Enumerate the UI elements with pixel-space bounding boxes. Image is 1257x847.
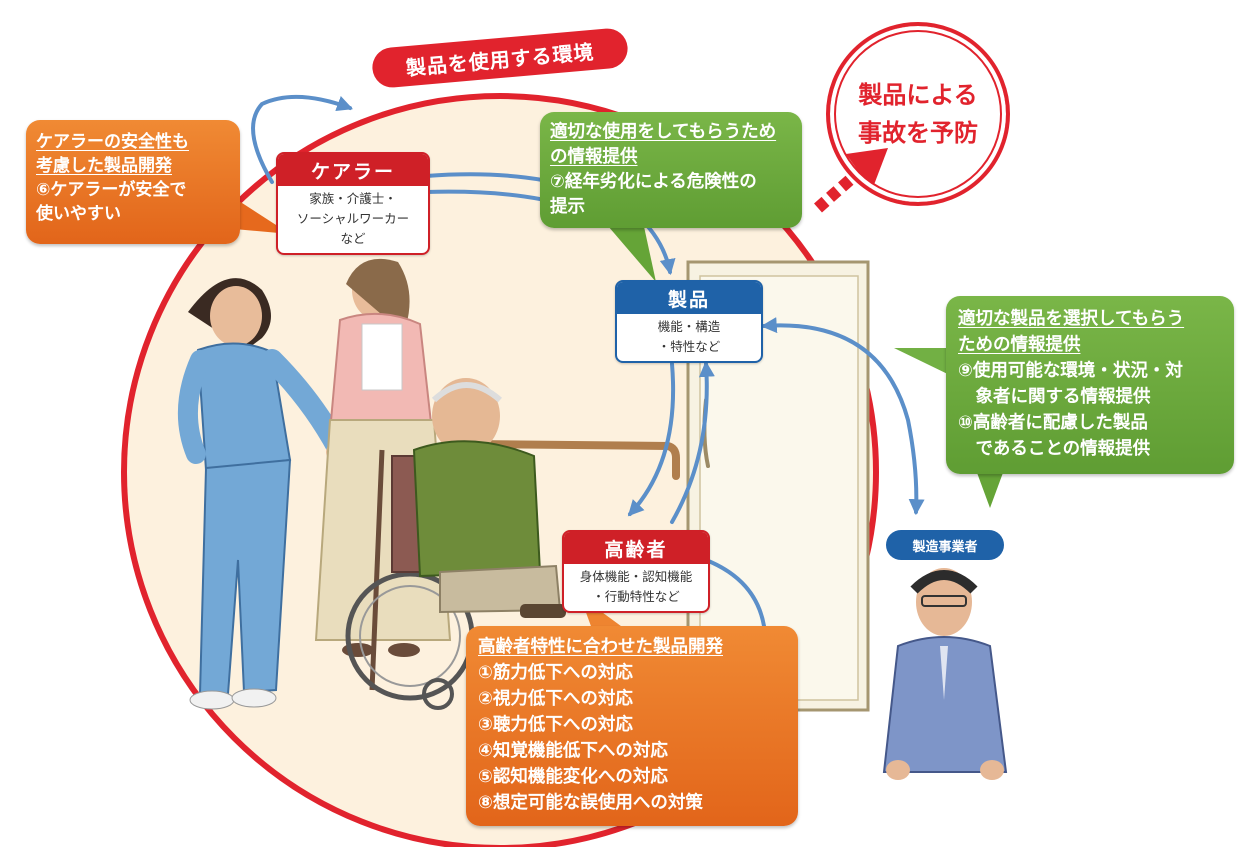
callout-elderly-item-3: ③聴力低下への対応 [478, 715, 633, 735]
callout-info-select-item-4: であることの情報提供 [958, 439, 1151, 459]
node-carer-body: 家族・介護士・ ソーシャルワーカー など [296, 191, 410, 246]
callout-info-select-item-3: ⑩高齢者に配慮した製品 [958, 413, 1148, 433]
wheelchair-user-illustration [345, 378, 566, 710]
callout-elderly-heading: 高齢者特性に合わせた製品開発 [478, 637, 723, 657]
callout-elderly-item-6: ⑧想定可能な誤使用への対策 [478, 793, 703, 813]
manufacturer-label: 製造事業者 [912, 539, 978, 555]
callout-carer-item-2: 使いやすい [36, 204, 121, 224]
node-product-title: 製品 [617, 282, 761, 314]
callout-carer: ケアラーの安全性も 考慮した製品開発 ⑥ケアラーが安全で 使いやすい [26, 120, 240, 244]
goal-circle: 製品による 事故を予防 [826, 22, 1010, 206]
node-carer: ケアラー 家族・介護士・ ソーシャルワーカー など [276, 152, 430, 255]
flow-arrows [251, 94, 925, 628]
callout-elderly: 高齢者特性に合わせた製品開発 ①筋力低下への対応 ②視力低下への対応 ③聴力低下… [466, 626, 798, 826]
node-elderly-title: 高齢者 [564, 532, 708, 564]
callout-info-use-heading-2: の情報提供 [550, 147, 638, 167]
callout-elderly-item-5: ⑤認知機能変化への対応 [478, 767, 668, 787]
node-product: 製品 機能・構造 ・特性など [615, 280, 763, 363]
callout-elderly-item-2: ②視力低下への対応 [478, 689, 633, 709]
callout-info-use-item-2: 提示 [550, 197, 585, 217]
arrow-elderly-loop [704, 558, 766, 628]
callout-carer-heading-2: 考慮した製品開発 [36, 156, 172, 176]
callout-info-select-tail [894, 348, 960, 380]
node-elderly: 高齢者 身体機能・認知機能 ・行動特性など [562, 530, 710, 613]
node-carer-title: ケアラー [278, 154, 428, 186]
callout-elderly-item-4: ④知覚機能低下への対応 [478, 741, 668, 761]
callout-info-select-heading-1: 適切な製品を選択してもらう [958, 309, 1185, 329]
arrow-elderly-to-product [670, 360, 715, 524]
node-elderly-body: 身体機能・認知機能 ・行動特性など [579, 569, 693, 604]
callout-elderly-item-1: ①筋力低下への対応 [478, 663, 633, 683]
callout-info-use: 適切な使用をしてもらうため の情報提供 ⑦経年劣化による危険性の 提示 [540, 112, 802, 228]
callout-info-select-item-1: ⑨使用可能な環境・状況・対 [958, 361, 1183, 381]
callout-info-select-heading-2: ための情報提供 [958, 335, 1081, 355]
callout-info-select-item-2: 象者に関する情報提供 [958, 387, 1151, 407]
callout-carer-heading-1: ケアラーの安全性も [36, 132, 189, 152]
manufacturer-illustration [882, 568, 1008, 780]
manufacturer-badge: 製造事業者 [886, 530, 1004, 560]
callout-info-use-heading-1: 適切な使用をしてもらうため [550, 122, 777, 142]
arrow-product-manufacturer [760, 317, 925, 516]
node-product-body: 機能・構造 ・特性など [657, 319, 721, 354]
callout-info-select: 適切な製品を選択してもらう ための情報提供 ⑨使用可能な環境・状況・対 象者に関… [946, 296, 1234, 474]
callout-carer-item-1: ⑥ケアラーが安全で [36, 180, 187, 200]
goal-text: 製品による 事故を予防 [858, 81, 978, 147]
callout-info-select-tail-bottom [976, 470, 1004, 508]
arrow-product-to-elderly [627, 362, 676, 517]
callout-info-use-item-1: ⑦経年劣化による危険性の [550, 172, 757, 192]
arrow-carer-loop [251, 94, 354, 184]
